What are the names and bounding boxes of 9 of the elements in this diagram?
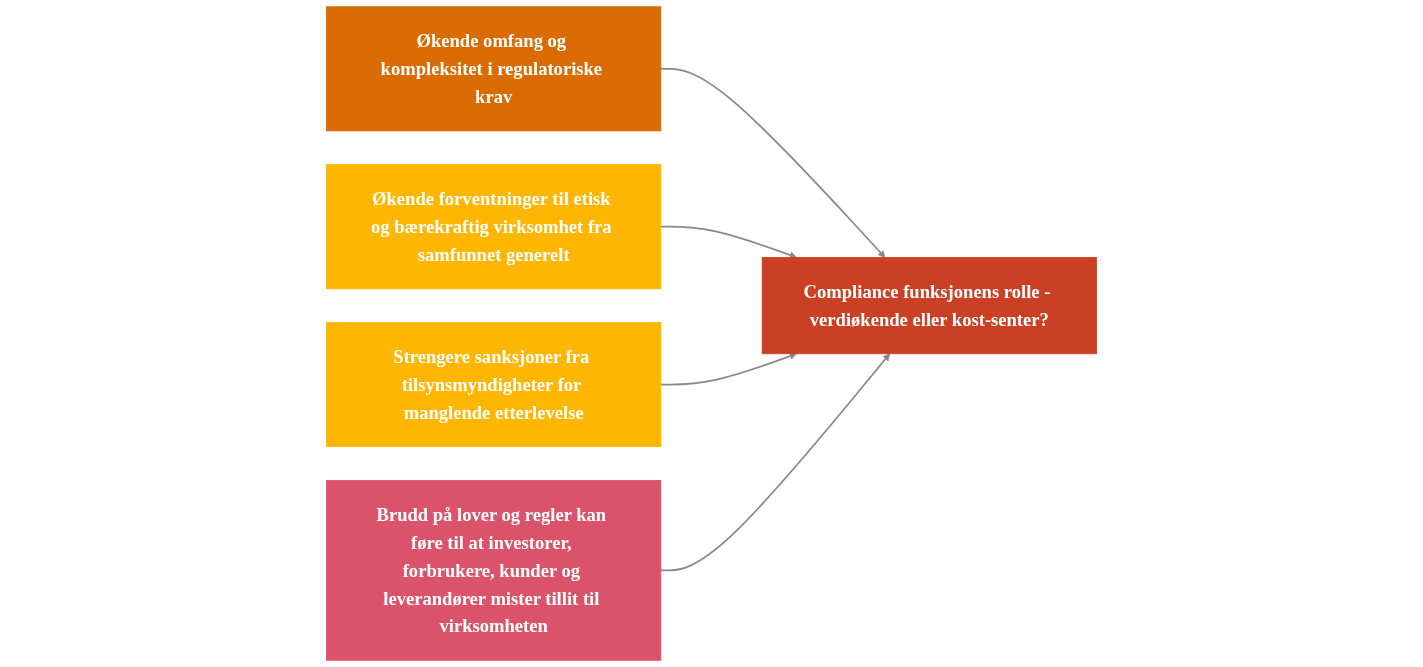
- node-box: Strengere sanksjoner fra tilsynsmyndigheter for manglende etterlevelse: [326, 322, 662, 448]
- node-box: Brudd på lover og regler kan føre til at investorer, forbrukere, kunder og leverandører mister tillit til virksomheten: [326, 480, 662, 661]
- node-box: Økende omfang og kompleksitet i regulatoriske krav: [326, 6, 662, 132]
- arrow: [660, 67, 886, 258]
- node-box: Økende forventninger til etisk og bærekraftig virksomhet fra samfunnet generelt: [326, 164, 662, 290]
- arrow: [660, 225, 797, 259]
- node-box: Compliance funksjonens rolle - verdiøkende eller kost-senter?: [761, 257, 1097, 355]
- arrow: [660, 353, 891, 572]
- arrow: [660, 352, 797, 386]
